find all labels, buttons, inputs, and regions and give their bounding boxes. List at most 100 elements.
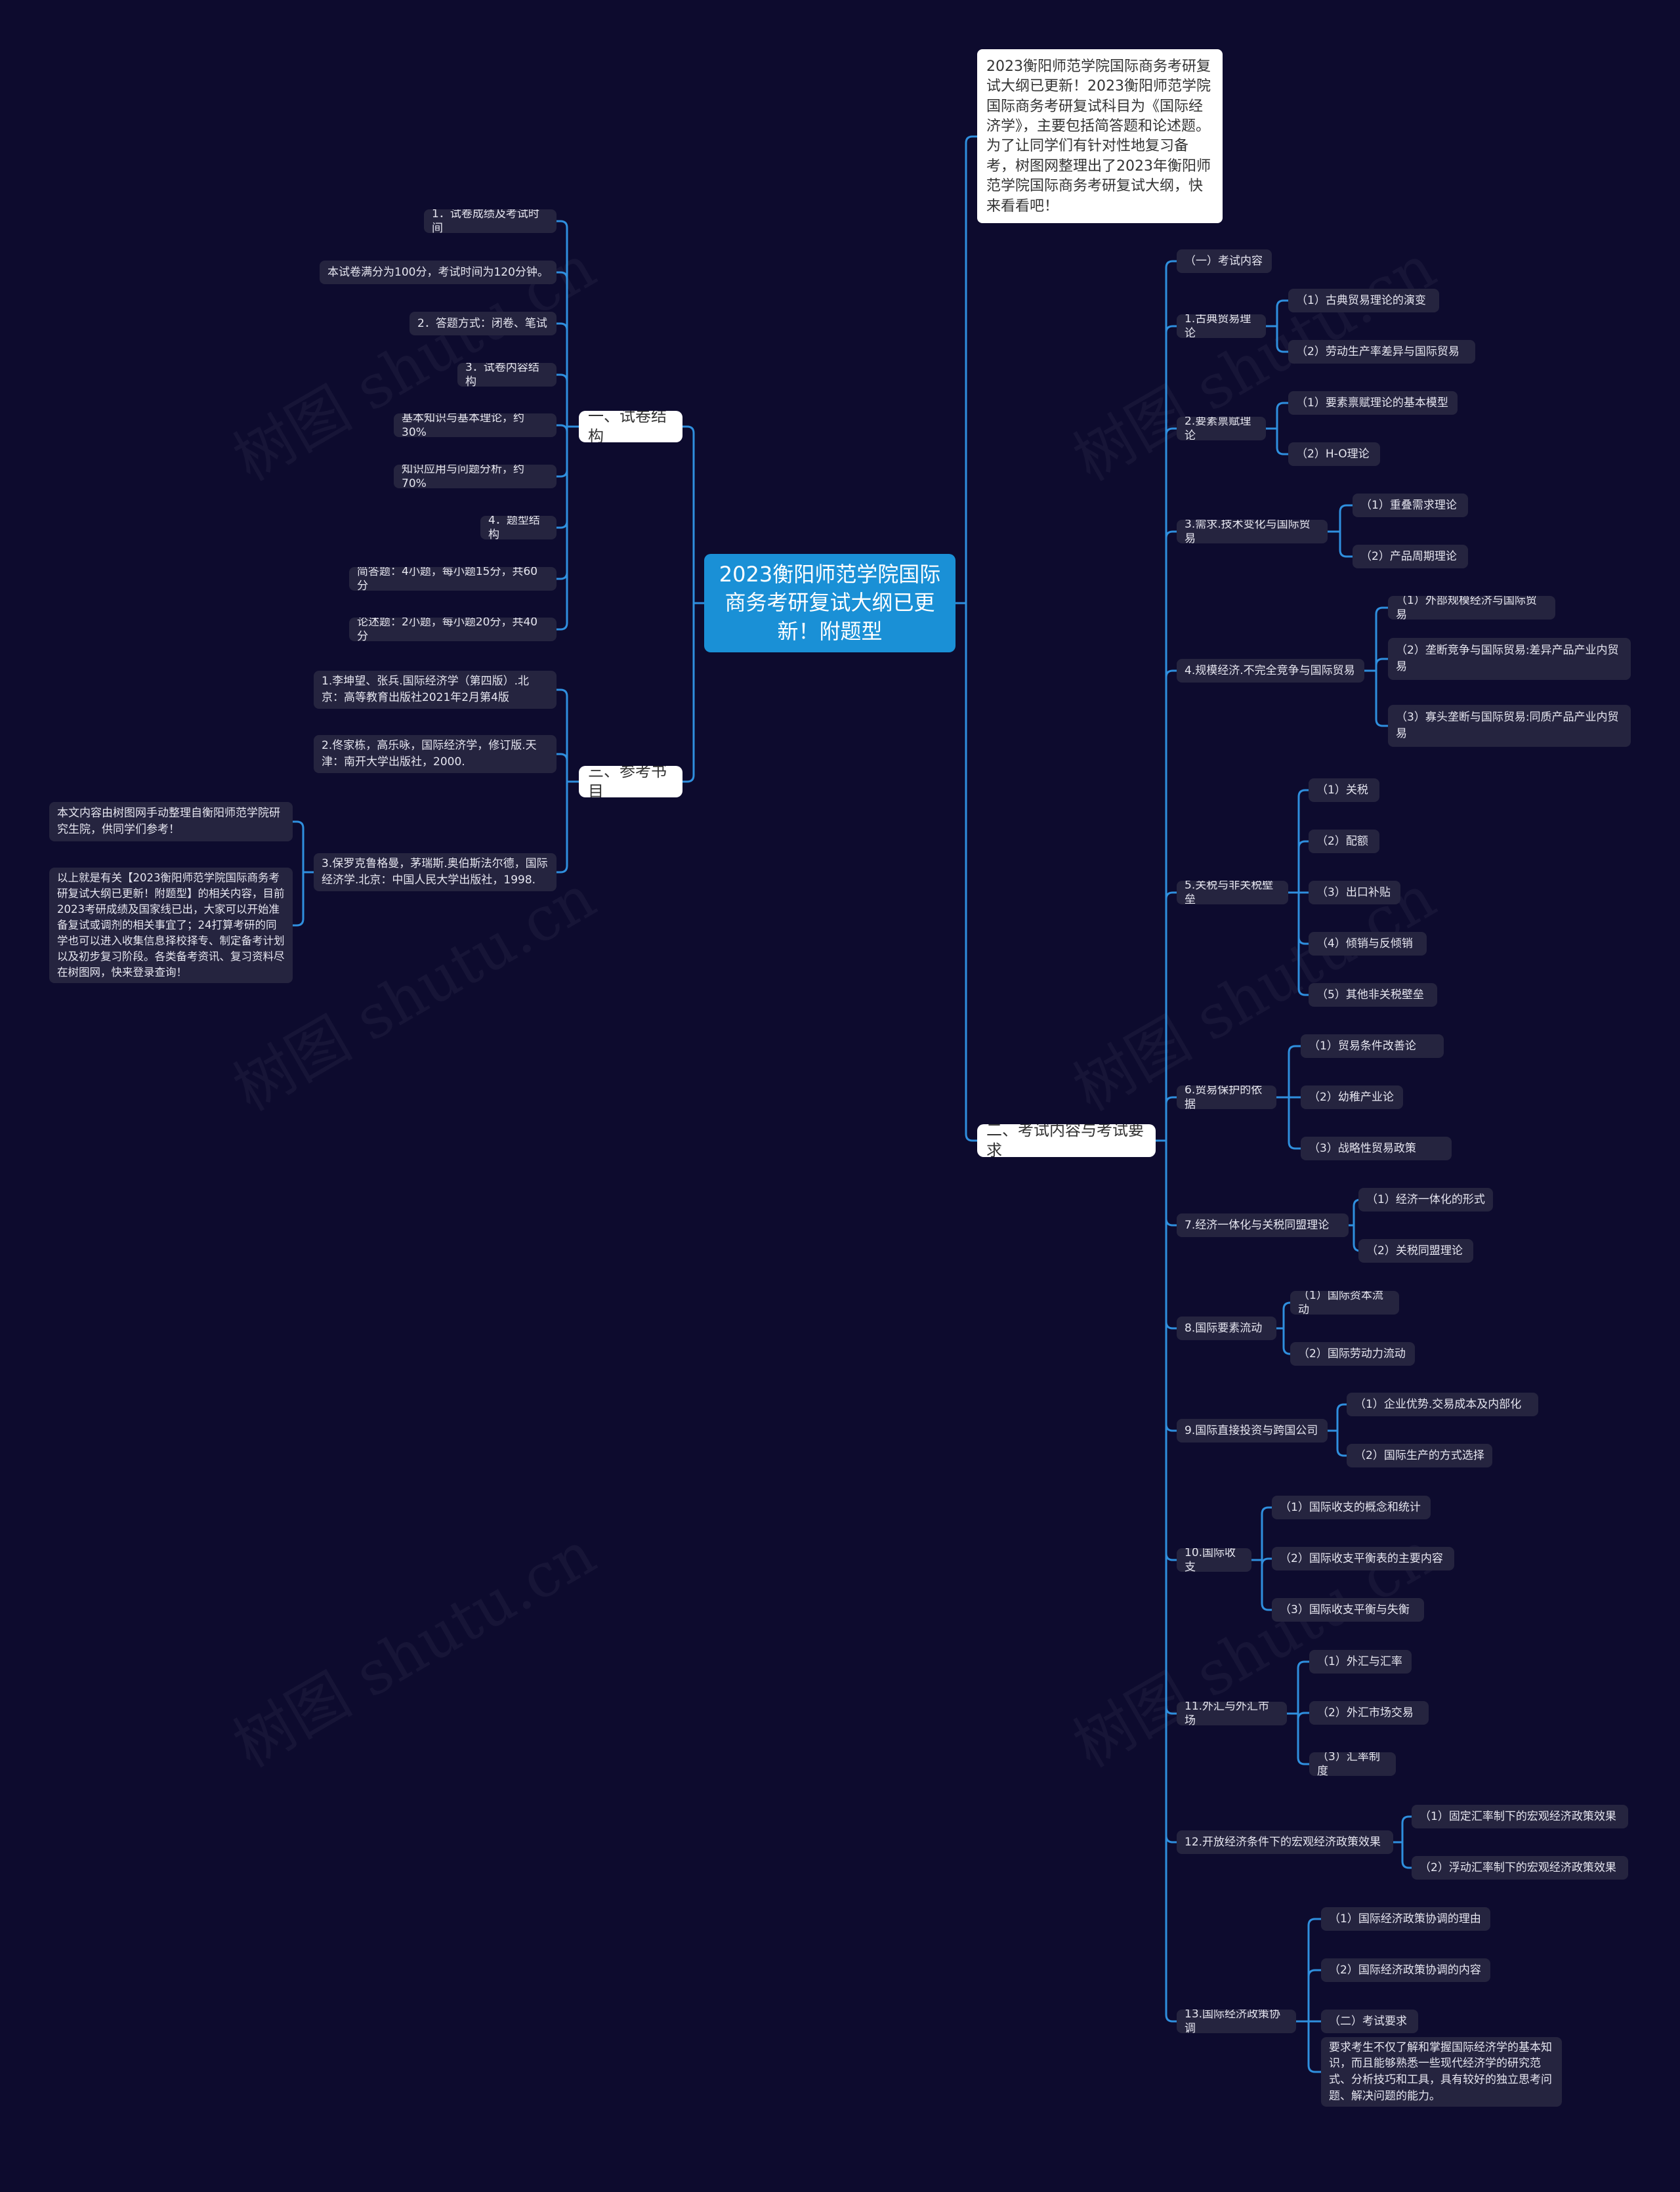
closing-note: 以上就是有关【2023衡阳师范学院国际商务考研复试大纲已更新！附题型】的相关内容… — [49, 868, 293, 983]
connector — [1375, 671, 1388, 727]
reference-book: 1.李坤望、张兵.国际经济学（第四版）.北京：高等教育出版社2021年2月第4版 — [314, 671, 556, 709]
subtopic: （1）国际经济政策协调的理由 — [1321, 1907, 1490, 1931]
topic-10[interactable]: 10.国际收支 — [1177, 1548, 1251, 1572]
topic-11[interactable]: 11.外汇与外汇市场 — [1177, 1702, 1287, 1725]
exam-structure-item: 基本知识与基本理论，约30% — [394, 413, 556, 437]
connector — [556, 271, 568, 427]
exam-structure-item: 简答题：4小题，每小题15分，共60分 — [349, 567, 556, 591]
branch-exam-content[interactable]: 二、考试内容与考试要求 — [977, 1124, 1156, 1157]
subtopic: （2）H-O理论 — [1288, 442, 1380, 466]
subtopic: （4）倾销与反倾销 — [1309, 932, 1427, 956]
connector — [1165, 1141, 1177, 1844]
connector — [1375, 606, 1388, 671]
subtopic: （3）汇率制度 — [1309, 1752, 1396, 1776]
connector — [1165, 891, 1177, 1141]
connector — [1276, 402, 1288, 429]
connector — [1307, 1969, 1321, 2021]
topic-6[interactable]: 6.贸易保护的依据 — [1177, 1085, 1276, 1109]
connector — [1336, 1431, 1347, 1457]
connector — [1165, 1141, 1177, 1715]
connector — [556, 322, 568, 427]
subtopic: （1）重叠需求理论 — [1353, 494, 1468, 517]
connector — [682, 603, 695, 783]
connector — [1336, 1403, 1347, 1431]
connector — [1297, 1712, 1309, 1720]
connector — [1165, 1096, 1177, 1141]
subtopic: 要求考生不仅了解和掌握国际经济学的基本知识，而且能够熟悉一些现代经济学的研究范式… — [1321, 2037, 1562, 2107]
topic-13[interactable]: 13.国际经济政策协调 — [1177, 2010, 1296, 2033]
branch-exam-structure[interactable]: 一、试卷结构 — [579, 411, 682, 442]
topic-8[interactable]: 8.国际要素流动 — [1177, 1317, 1276, 1340]
connector — [1165, 1141, 1177, 1227]
reference-book: 3.保罗克鲁格曼，茅瑞斯.奥伯斯法尔德，国际经济学.北京：中国人民大学出版社，1… — [314, 853, 556, 891]
subtopic: （1）贸易条件改善论 — [1301, 1034, 1444, 1058]
subtopic: （2）产品周期理论 — [1353, 545, 1468, 568]
connector — [1307, 2021, 1321, 2073]
subtopic: （2）垄断竞争与国际贸易:差异产品产业内贸易 — [1388, 638, 1631, 680]
subtopic: （2）劳动生产率差异与国际贸易 — [1288, 340, 1475, 364]
subtopic: （2）外汇市场交易 — [1309, 1701, 1429, 1725]
connector — [1401, 1842, 1412, 1869]
connector — [1339, 504, 1353, 532]
topic-5[interactable]: 5.关税与非关税壁垒 — [1177, 881, 1288, 904]
connector — [1276, 429, 1288, 455]
connector — [1297, 1660, 1309, 1714]
connector — [556, 427, 568, 580]
subtopic: （二）考试要求 — [1321, 2010, 1418, 2033]
subtopic: （1）关税 — [1309, 778, 1379, 802]
subtopic: （2）国际收支平衡表的主要内容 — [1272, 1547, 1454, 1570]
topic-1[interactable]: 1.古典贸易理论 — [1177, 314, 1266, 338]
exam-structure-item: 论述题：2小题，每小题20分，共40分 — [349, 618, 556, 641]
subtopic: （2）浮动汇率制下的宏观经济政策效果 — [1412, 1856, 1628, 1880]
connector — [1288, 1045, 1301, 1097]
connector — [1297, 840, 1309, 893]
connector — [1261, 1506, 1272, 1560]
subtopic: （1）固定汇率制下的宏观经济政策效果 — [1412, 1805, 1628, 1828]
connector — [1165, 427, 1177, 1141]
connector — [556, 427, 568, 631]
exam-structure-item: 知识应用与问题分析，约70% — [394, 465, 556, 488]
subtopic: （1）要素禀赋理论的基本模型 — [1288, 391, 1458, 415]
subtopic: （2）配额 — [1309, 830, 1379, 853]
reference-book: 2.佟家栋，高乐咏，国际经济学，修订版.天津：南开大学出版社，2000. — [314, 735, 556, 773]
connector — [1261, 1560, 1272, 1611]
connector — [556, 753, 568, 782]
subtopic: （1）经济一体化的形式 — [1358, 1188, 1493, 1212]
subtopic: （1）外汇与汇率 — [1309, 1650, 1412, 1674]
exam-structure-item: 2．答题方式：闭卷、笔试 — [410, 312, 556, 335]
connector — [1307, 1918, 1321, 2021]
connector — [1297, 893, 1309, 996]
topic-2[interactable]: 2.要素禀赋理论 — [1177, 417, 1266, 440]
subtopic: （1）古典贸易理论的演变 — [1288, 289, 1439, 312]
connector — [1282, 1301, 1291, 1328]
topic-3[interactable]: 3.需求.技术变化与国际贸易 — [1177, 520, 1328, 543]
connector — [293, 872, 304, 927]
source-note: 本文内容由树图网手动整理自衡阳师范学院研究生院，供同学们参考！ — [49, 802, 293, 841]
connector — [1297, 789, 1309, 893]
content-header: （一）考试内容 — [1177, 249, 1272, 273]
topic-4[interactable]: 4.规模经济.不完全竞争与国际贸易 — [1177, 659, 1364, 683]
topic-9[interactable]: 9.国际直接投资与跨国公司 — [1177, 1419, 1328, 1443]
connector — [1165, 260, 1177, 1141]
watermark: 树图 shutu.cn — [215, 1506, 608, 1784]
topic-12[interactable]: 12.开放经济条件下的宏观经济政策效果 — [1177, 1830, 1393, 1854]
exam-structure-item: 1．试卷成绩及考试时间 — [424, 209, 556, 233]
connector — [1165, 325, 1177, 1141]
root-topic[interactable]: 2023衡阳师范学院国际商务考研复试大纲已更新！附题型 — [704, 554, 956, 652]
connector — [556, 424, 568, 432]
connector — [556, 220, 568, 427]
branch-references[interactable]: 三、参考书目 — [579, 766, 682, 797]
subtopic: （3）国际收支平衡与失衡 — [1272, 1598, 1424, 1622]
topic-7[interactable]: 7.经济一体化与关税同盟理论 — [1177, 1213, 1349, 1237]
connector — [1401, 1815, 1412, 1842]
subtopic: （2）国际生产的方式选择 — [1347, 1444, 1492, 1467]
subtopic: （3）战略性贸易政策 — [1301, 1137, 1452, 1160]
connector — [556, 427, 568, 529]
connector — [1165, 669, 1177, 1141]
connector — [1282, 1328, 1291, 1355]
connector — [293, 820, 304, 872]
connector — [1288, 1097, 1301, 1150]
subtopic: （1）国际收支的概念和统计 — [1272, 1496, 1431, 1519]
subtopic: （3）寡头垄断与国际贸易:同质产品产业内贸易 — [1388, 705, 1631, 747]
connector — [965, 135, 977, 603]
